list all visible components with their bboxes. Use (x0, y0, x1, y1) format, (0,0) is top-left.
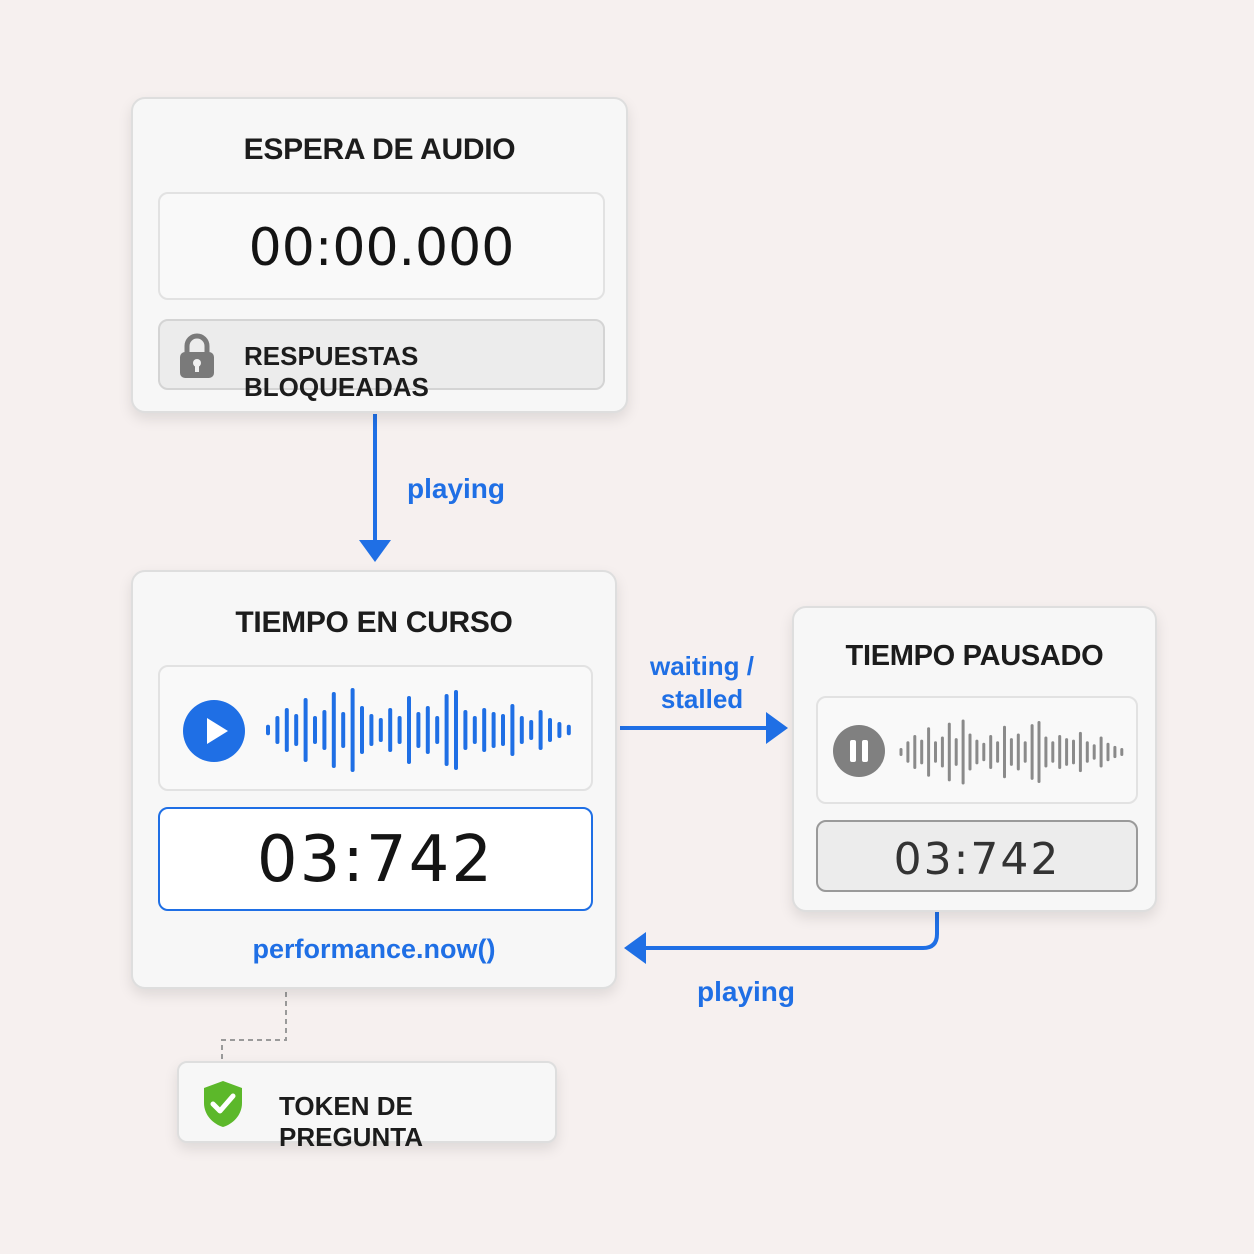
state-card-running: TIEMPO EN CURSO 03:742 performance.now() (131, 570, 617, 989)
locked-answers-banner: RESPUESTAS BLOQUEADAS (158, 319, 605, 402)
audio-player-running (158, 665, 593, 791)
question-token-card: TOKEN DE PREGUNTA (177, 1061, 557, 1152)
state-title-running: TIEMPO EN CURSO (235, 606, 513, 639)
locked-answers-label: RESPUESTAS BLOQUEADAS (244, 341, 429, 402)
state-title-paused: TIEMPO PAUSADO (845, 640, 1104, 672)
audio-player-paused (816, 696, 1138, 804)
pause-icon[interactable] (832, 724, 886, 783)
timer-value-paused: 03:742 (893, 834, 1061, 885)
state-card-paused: TIEMPO PAUSADO 03:742 (792, 606, 1157, 912)
transition-label-playing: playing (407, 473, 506, 504)
timer-value-running: 03:742 (256, 823, 495, 897)
timer-source-label: performance.now() (252, 934, 496, 964)
token-link (221, 992, 287, 1060)
arrow-paused-to-running (624, 912, 939, 964)
lock-icon (178, 333, 216, 384)
question-token-label: TOKEN DE PREGUNTA (279, 1091, 423, 1152)
waveform-paused (899, 719, 1124, 785)
play-icon[interactable] (182, 699, 246, 768)
shield-check-icon (201, 1079, 245, 1134)
transition-label-playing-resume: playing (697, 976, 796, 1007)
state-title-waiting: ESPERA DE AUDIO (243, 133, 516, 166)
transition-label-waiting-stalled: waiting / stalled (650, 651, 754, 714)
timer-display-waiting: 00:00.000 (158, 192, 605, 300)
timer-display-paused: 03:742 (816, 820, 1138, 892)
waveform-running (266, 688, 571, 772)
arrow-waiting-to-running (359, 414, 391, 562)
timer-display-running: 03:742 (158, 807, 593, 911)
timer-value-waiting: 00:00.000 (248, 218, 515, 278)
state-card-waiting: ESPERA DE AUDIO 00:00.000 RESPUESTAS BLO… (131, 97, 628, 413)
arrow-running-to-paused (620, 712, 788, 744)
